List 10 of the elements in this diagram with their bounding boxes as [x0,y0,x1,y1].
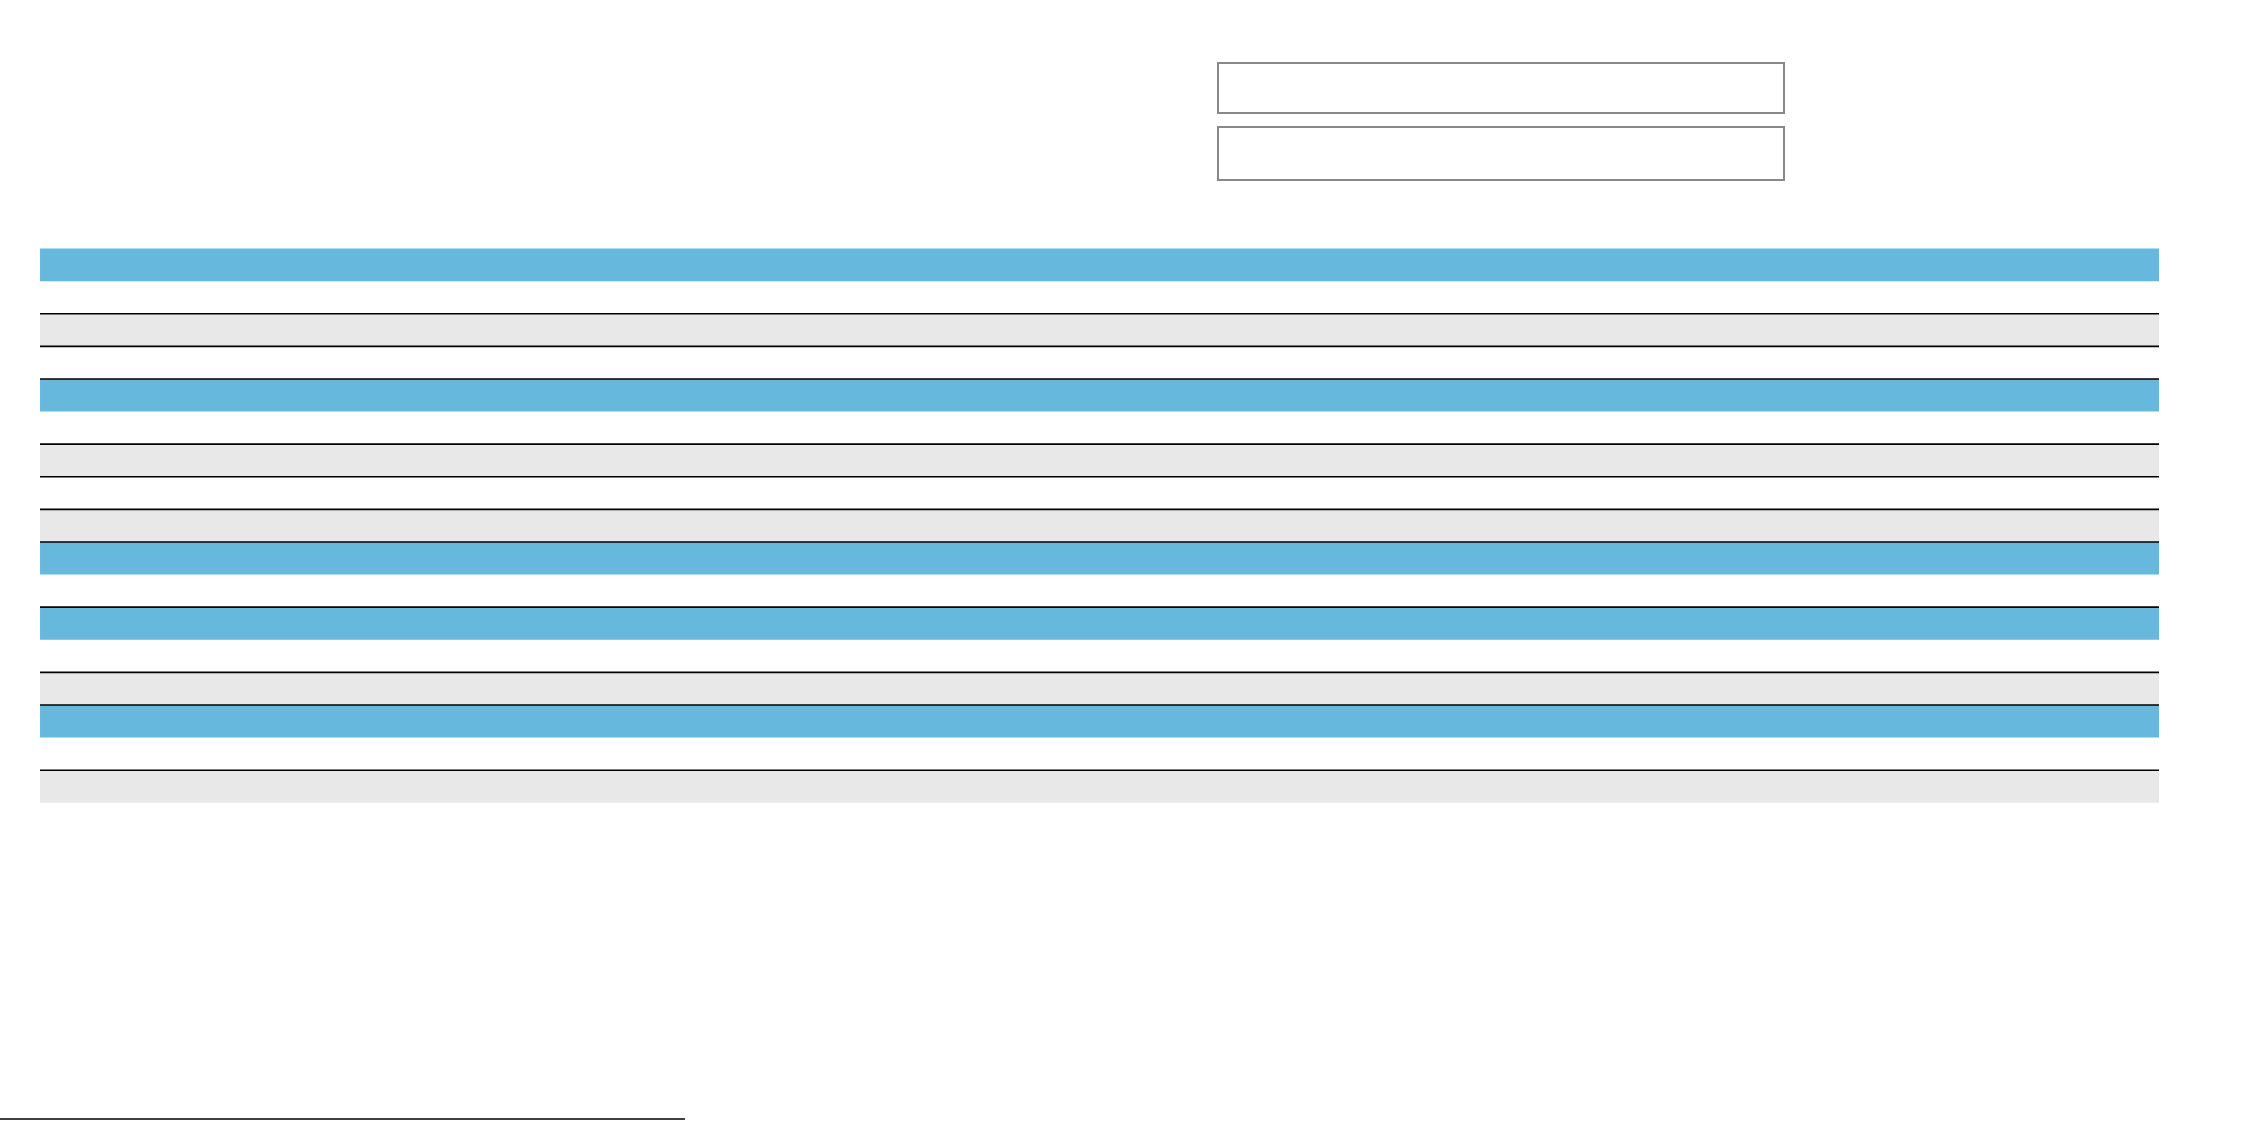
table-row [40,248,2160,282]
table-row [40,704,2160,738]
table-row [40,770,2160,803]
table-row [40,541,2160,575]
table-row [40,378,2160,412]
empty-box [1217,62,1785,114]
table-row [40,607,2160,640]
table-row [40,444,2160,477]
empty-box [1217,125,1785,181]
table-row [40,313,2160,347]
